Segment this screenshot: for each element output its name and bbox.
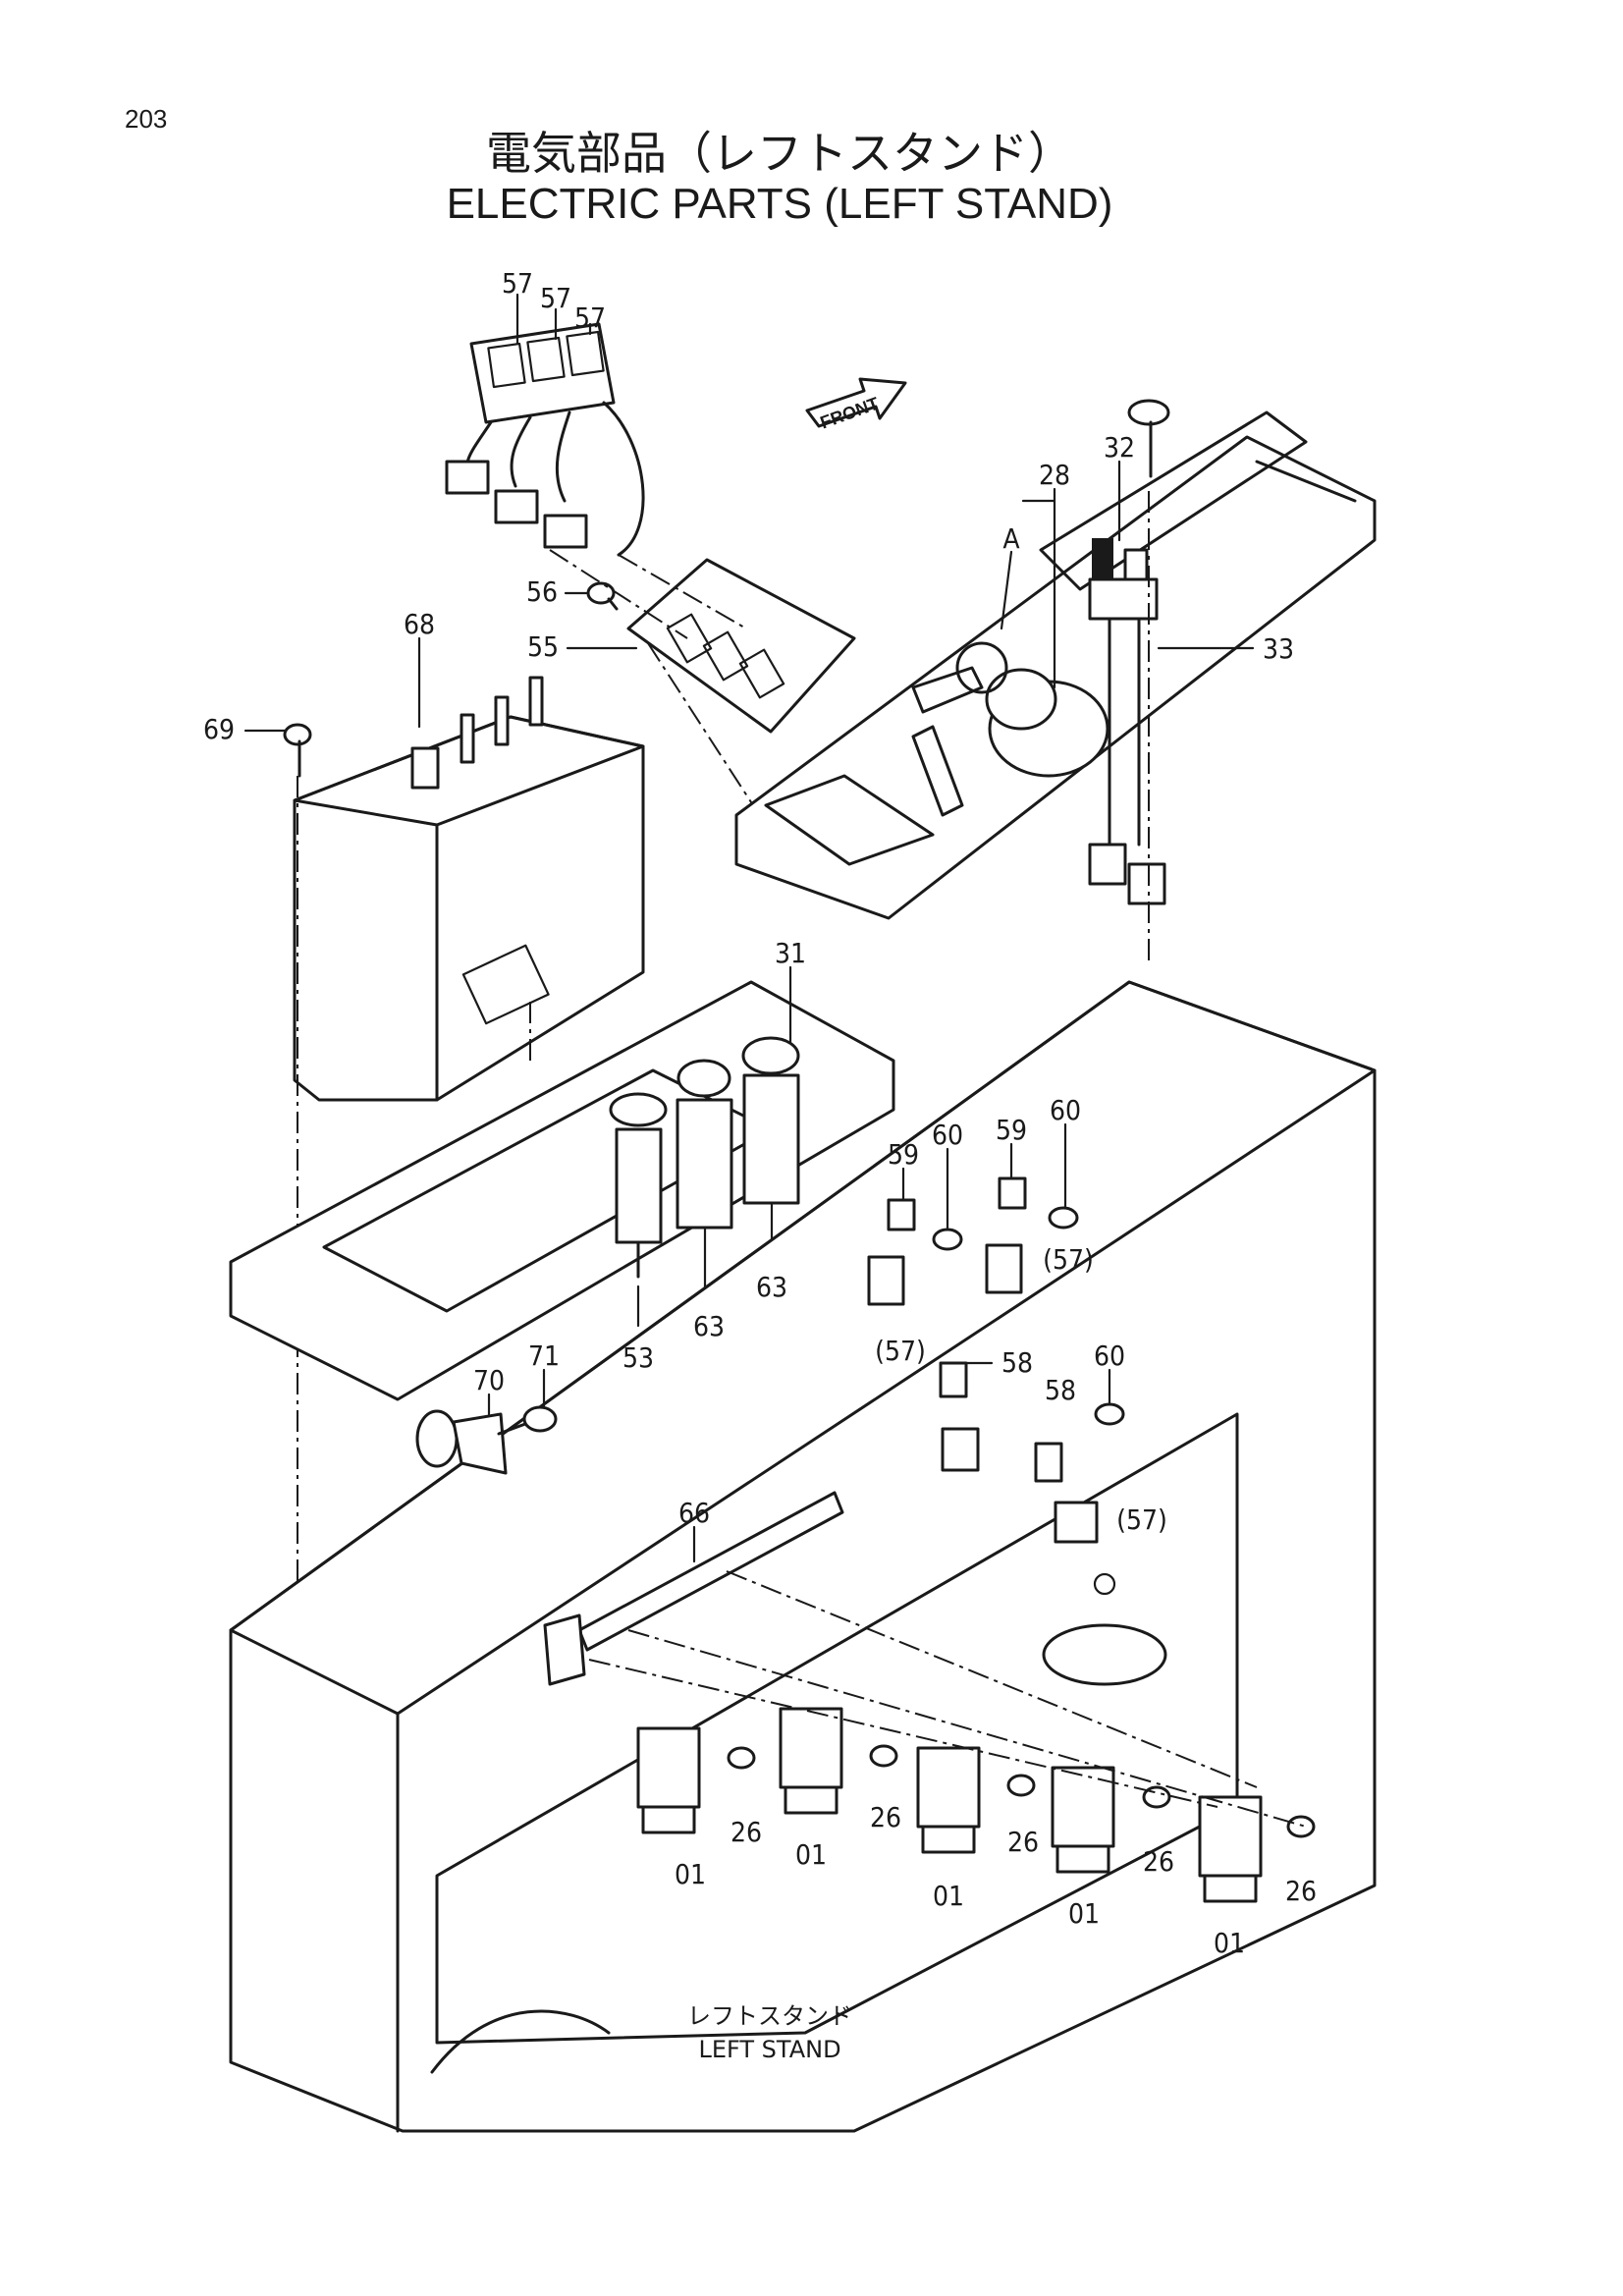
screws-60 xyxy=(932,1206,1125,1426)
callout-32: 32 xyxy=(1104,431,1135,464)
clamp-70 xyxy=(415,1409,508,1475)
switch-63b xyxy=(741,1036,800,1205)
title-english: ELECTRIC PARTS (LEFT STAND) xyxy=(447,180,1113,228)
callout-63b: 63 xyxy=(756,1271,787,1303)
relay-mounting-bar xyxy=(543,1491,844,1686)
assembly-line-controlbox xyxy=(297,776,531,1591)
screw-56 xyxy=(586,581,619,611)
callout-01d: 01 xyxy=(1068,1897,1100,1930)
stand-caption-japanese: レフトスタンド xyxy=(687,2002,852,2030)
callout-71: 71 xyxy=(528,1339,560,1372)
callout-26d: 26 xyxy=(1143,1845,1174,1878)
callout-26e: 26 xyxy=(1285,1875,1317,1907)
screw-32 xyxy=(1127,399,1170,478)
clip-59a xyxy=(867,1198,916,1306)
screw-69 xyxy=(283,723,312,778)
callout-01b: 01 xyxy=(795,1838,827,1871)
callout-31: 31 xyxy=(775,937,806,969)
control-box xyxy=(293,676,645,1102)
ignition-key-switch xyxy=(911,641,1109,817)
callout-57-paren-b: (57) xyxy=(875,1335,926,1367)
leader-A xyxy=(1000,550,1013,630)
clip-58b xyxy=(1034,1442,1099,1544)
callout-69: 69 xyxy=(203,713,235,745)
relay-01c xyxy=(916,1746,1036,1854)
callout-01a: 01 xyxy=(675,1858,706,1890)
callout-60b: 60 xyxy=(1050,1094,1081,1126)
assembly-line-relays xyxy=(588,1570,1307,1828)
title-japanese: 電気部品（レフトスタンド） xyxy=(486,127,1073,180)
callout-57-paren-a: (57) xyxy=(1043,1243,1094,1276)
callout-59a: 59 xyxy=(888,1138,919,1171)
callout-57b: 57 xyxy=(540,282,571,314)
assembly-line-switch xyxy=(549,549,767,826)
callout-68: 68 xyxy=(404,608,435,640)
callout-55: 55 xyxy=(527,630,559,663)
relay-01b xyxy=(779,1707,898,1815)
relay-01a xyxy=(636,1726,756,1834)
callout-58b: 58 xyxy=(1045,1374,1076,1406)
pushbutton-assembly xyxy=(1088,538,1166,905)
callout-26c: 26 xyxy=(1007,1826,1039,1858)
pull-switch-53 xyxy=(609,1092,668,1279)
callout-26a: 26 xyxy=(730,1816,762,1848)
callout-53: 53 xyxy=(622,1341,654,1374)
clip-59b xyxy=(985,1176,1027,1294)
callout-66: 66 xyxy=(678,1497,710,1529)
stand-caption-english: LEFT STAND xyxy=(698,2036,840,2063)
callout-33: 33 xyxy=(1263,632,1294,665)
switch-plate xyxy=(626,558,856,734)
callout-63a: 63 xyxy=(693,1310,725,1342)
callout-57-paren-c: (57) xyxy=(1116,1503,1167,1536)
callout-57a: 57 xyxy=(502,267,533,300)
callout-60a: 60 xyxy=(932,1119,963,1151)
callout-59b: 59 xyxy=(996,1114,1027,1146)
callout-60c: 60 xyxy=(1094,1339,1125,1372)
page-number: 203 xyxy=(125,104,167,134)
callout-01c: 01 xyxy=(933,1880,964,1912)
callout-26b: 26 xyxy=(870,1801,901,1833)
clip-58a xyxy=(939,1361,980,1472)
callout-58a: 58 xyxy=(1001,1346,1033,1379)
callout-56: 56 xyxy=(526,575,558,608)
callout-70: 70 xyxy=(473,1364,505,1396)
callout-57c: 57 xyxy=(574,301,606,334)
front-direction-arrow: FRONT xyxy=(805,377,907,433)
rocker-switch-cluster xyxy=(445,322,645,557)
callout-01e: 01 xyxy=(1214,1927,1245,1959)
switch-63a xyxy=(676,1059,733,1230)
callout-28: 28 xyxy=(1039,459,1070,491)
callout-A: A xyxy=(1002,522,1020,555)
bolt-71 xyxy=(497,1405,558,1436)
